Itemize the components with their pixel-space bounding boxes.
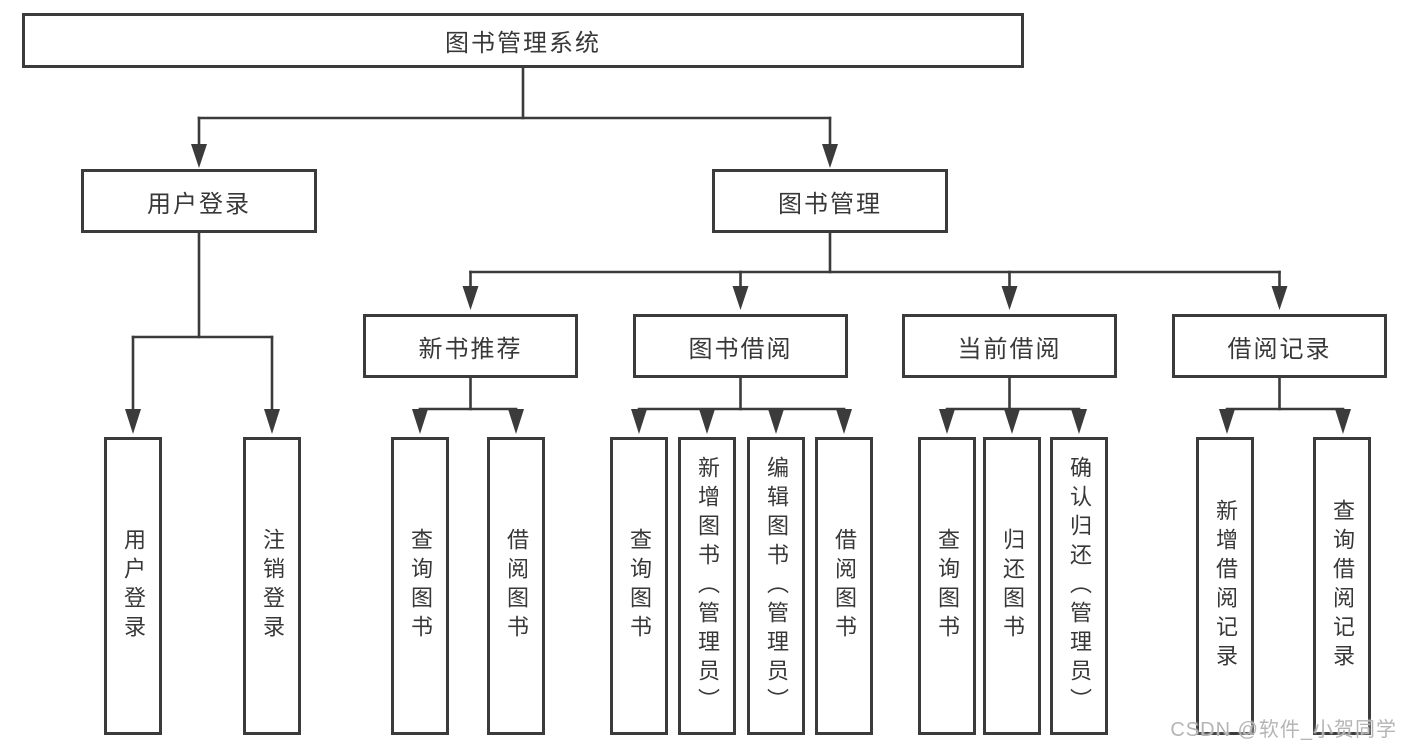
- node-label: 新书推荐: [418, 335, 523, 363]
- node-label: 当前借阅: [957, 335, 1062, 363]
- node-leaf-edit-books-admin: 编辑图书（管理员）: [747, 437, 805, 735]
- node-label: 用户登录: [121, 528, 146, 644]
- node-label: 查询图书: [627, 528, 652, 644]
- node-book-borrowing: 图书借阅: [633, 314, 848, 378]
- node-label: 图书借阅: [688, 335, 793, 363]
- node-leaf-logout: 注销登录: [243, 437, 301, 735]
- node-label: 归还图书: [1000, 528, 1025, 644]
- node-label: 确认归还（管理员）: [1067, 455, 1092, 717]
- node-leaf-user-login: 用户登录: [104, 437, 162, 735]
- node-label: 查询图书: [935, 528, 960, 644]
- node-book-management-system: 图书管理系统: [22, 13, 1024, 68]
- node-label: 图书管理系统: [445, 30, 601, 57]
- connector-borrowing-records-children: [1219, 374, 1351, 434]
- node-user-login: 用户登录: [81, 169, 317, 233]
- csdn-watermark: CSDN @软件_小贺同学: [1170, 719, 1397, 741]
- node-label: 借阅图书: [832, 528, 857, 644]
- node-label: 查询图书: [408, 528, 433, 644]
- connector-root-to-level2: [191, 64, 838, 168]
- connector-new-book-recommend-children: [412, 374, 524, 434]
- node-leaf-return-books: 归还图书: [983, 437, 1041, 735]
- connector-current-borrowing-children: [939, 374, 1087, 434]
- node-label: 用户登录: [147, 190, 251, 218]
- connector-book-borrowing-children: [631, 374, 852, 434]
- node-leaf-query-books-borrowing: 查询图书: [610, 437, 668, 735]
- connector-user-login-children: [125, 229, 280, 434]
- node-label: 图书管理: [778, 190, 882, 218]
- node-current-borrowing: 当前借阅: [902, 314, 1117, 378]
- node-label: 注销登录: [260, 528, 285, 644]
- node-leaf-borrow-books-recommend: 借阅图书: [487, 437, 545, 735]
- node-leaf-add-borrow-record: 新增借阅记录: [1196, 437, 1254, 735]
- node-leaf-confirm-return-admin: 确认归还（管理员）: [1050, 437, 1108, 735]
- node-leaf-add-books-admin: 新增图书（管理员）: [678, 437, 736, 735]
- node-label: 新增图书（管理员）: [695, 455, 720, 717]
- node-leaf-query-borrow-record: 查询借阅记录: [1313, 437, 1371, 735]
- connector-book-management-to-level3: [462, 229, 1288, 310]
- node-book-management: 图书管理: [712, 169, 948, 233]
- node-leaf-query-books-recommend: 查询图书: [391, 437, 449, 735]
- node-label: 编辑图书（管理员）: [764, 455, 789, 717]
- node-new-book-recommend: 新书推荐: [363, 314, 578, 378]
- node-borrowing-records: 借阅记录: [1172, 314, 1387, 378]
- node-leaf-query-books-current: 查询图书: [918, 437, 976, 735]
- node-label: 新增借阅记录: [1213, 499, 1238, 673]
- node-label: 借阅记录: [1227, 335, 1332, 363]
- node-label: 借阅图书: [504, 528, 529, 644]
- node-leaf-borrow-books: 借阅图书: [815, 437, 873, 735]
- node-label: 查询借阅记录: [1330, 499, 1355, 673]
